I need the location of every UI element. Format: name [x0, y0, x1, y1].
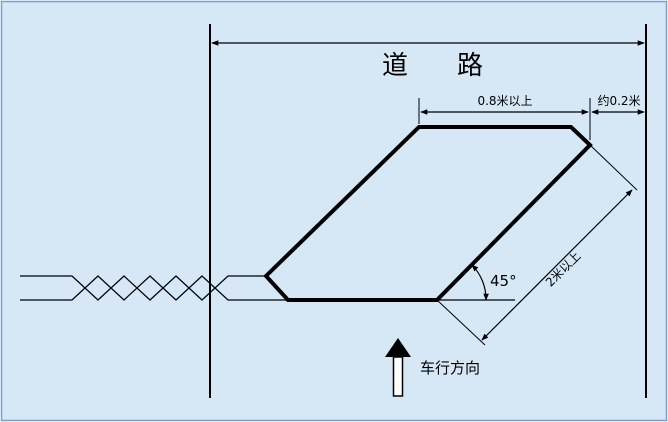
braided-approach-lines	[20, 275, 288, 301]
slant-ext-top	[589, 144, 638, 191]
road-label-char-1: 道	[382, 51, 408, 81]
road-label-char-2: 路	[457, 51, 483, 81]
direction-label: 车行方向	[420, 359, 480, 377]
arrow-up-icon	[385, 338, 411, 397]
slant-ext-bottom	[436, 299, 486, 346]
gap-label: 约0.2米	[597, 93, 640, 108]
slant-dimension	[481, 189, 633, 341]
angle-arc	[471, 264, 489, 301]
top-width-label: 0.8米以上	[477, 94, 532, 108]
angle-label: 45°	[490, 272, 517, 290]
